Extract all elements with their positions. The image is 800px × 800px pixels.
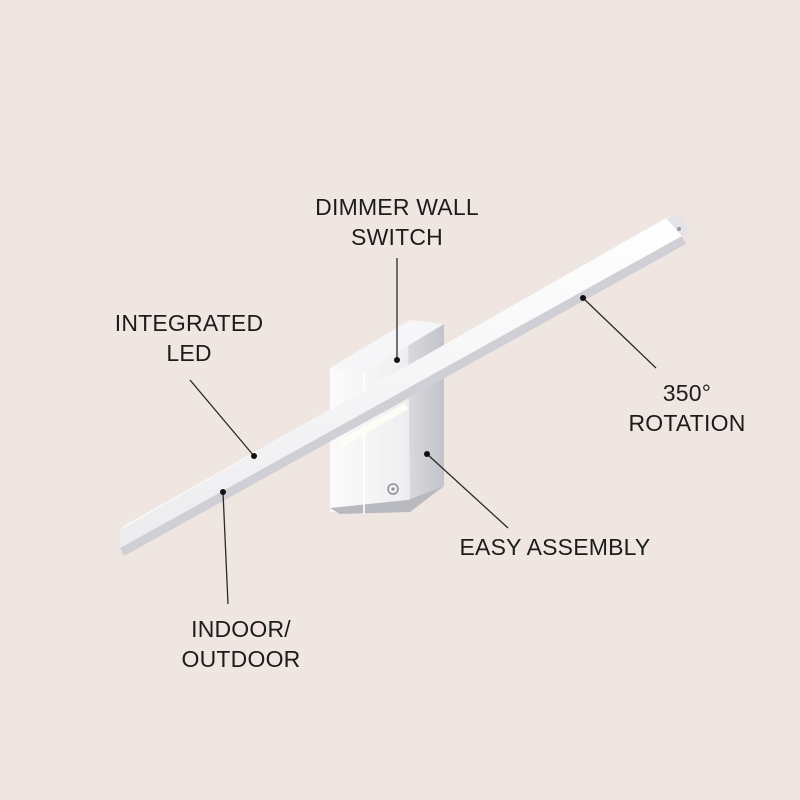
callout-rotation-line2: ROTATION	[628, 410, 746, 436]
callout-rotation-line1: 350°	[662, 380, 712, 406]
callout-assembly-line1: EASY ASSEMBLY	[459, 534, 651, 560]
callout-350-rotation: 350° ROTATION	[628, 378, 745, 438]
dimmer-switch-icon	[387, 483, 399, 495]
callout-indoor-line1: INDOOR/	[191, 616, 291, 642]
led-light-bar	[120, 216, 690, 556]
callout-integrated-line2: LED	[166, 340, 212, 366]
callout-integrated-led: INTEGRATED LED	[115, 308, 264, 368]
callout-indoor-line2: OUTDOOR	[181, 646, 301, 672]
callout-dimmer-line1: DIMMER WALL	[315, 194, 479, 220]
callout-dimmer-line2: SWITCH	[351, 224, 443, 250]
callout-lines	[189, 258, 657, 605]
callout-integrated-line1: INTEGRATED	[114, 310, 264, 336]
callout-easy-assembly: EASY ASSEMBLY	[460, 532, 651, 562]
callout-dimmer-wall-switch: DIMMER WALL SWITCH	[315, 192, 479, 252]
callout-indoor-outdoor: INDOOR/ OUTDOOR	[182, 614, 301, 674]
